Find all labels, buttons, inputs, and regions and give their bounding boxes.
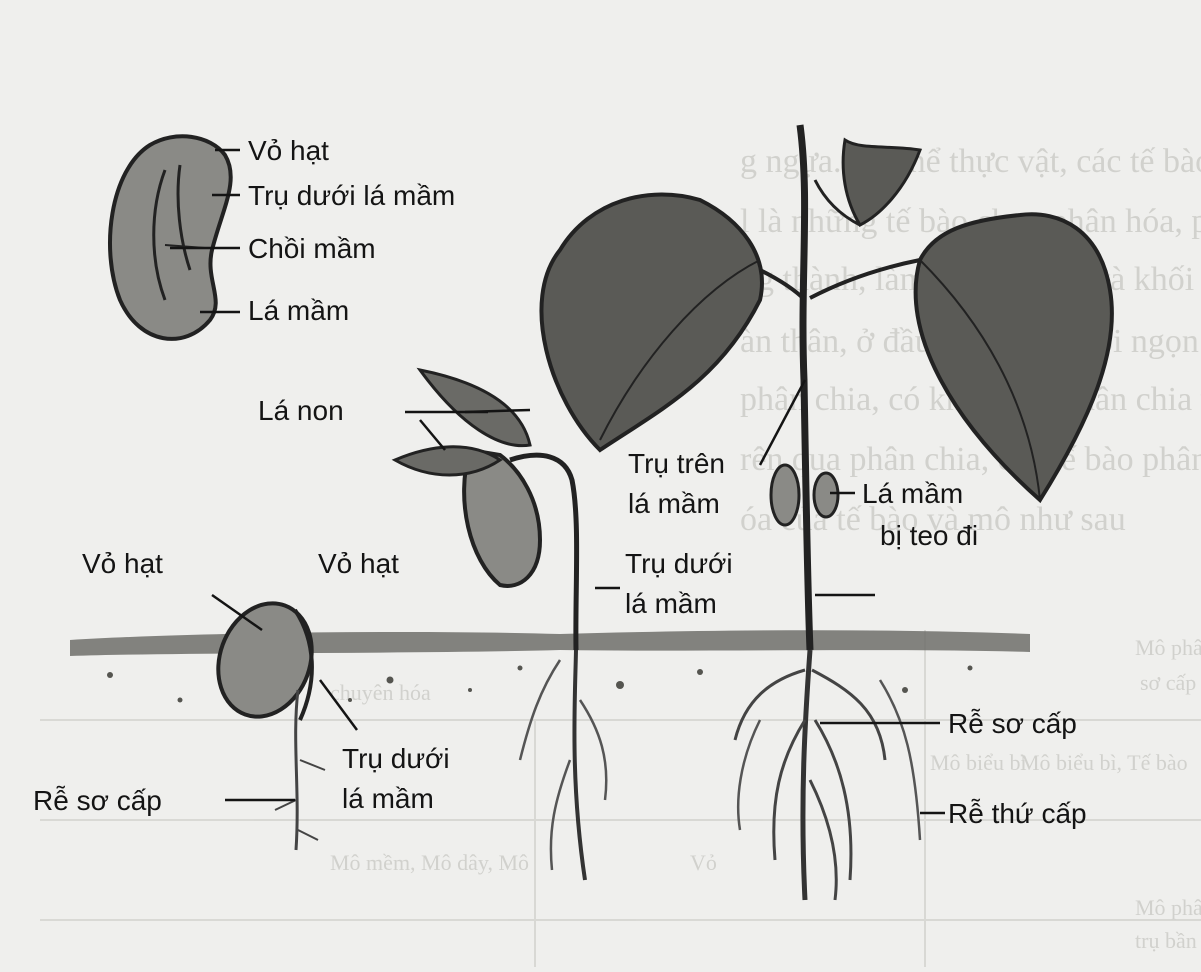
label-hypocotyl-seedling-line2: lá mầm: [625, 588, 717, 619]
label-shrunken-cotyledon-line2: bị teo đi: [880, 520, 978, 551]
label-young-leaves: Lá non: [258, 395, 344, 426]
bean-seed-illustration: [110, 136, 231, 339]
label-primary-root-right: Rễ sơ cấp: [948, 708, 1077, 739]
label-epicotyl-line2: lá mầm: [628, 488, 720, 519]
bleed-line-1: g ngựa. Cơ thể thực vật, các tế bào của …: [740, 143, 1201, 180]
label-secondary-root: Rễ thứ cấp: [948, 798, 1087, 829]
bleed-table-7: trụ bần: [1135, 928, 1197, 953]
bleed-table-9: chuyên hóa: [330, 680, 431, 705]
label-hypocotyl-germinating-line2: lá mầm: [342, 783, 434, 814]
bleed-table-8: Mô biểu bì, Tế bào: [1020, 750, 1188, 775]
bleed-line-6: rên qua phân chia, các tế bào phân loại …: [740, 441, 1201, 478]
label-seed-coat-middle: Vỏ hạt: [318, 548, 399, 579]
label-hypocotyl-seed: Trụ dưới lá mầm: [248, 180, 455, 211]
label-seed-coat-top: Vỏ hạt: [248, 135, 329, 166]
label-epicotyl-line1: Trụ trên: [628, 448, 725, 479]
label-primary-root-left: Rễ sơ cấp: [33, 785, 162, 816]
label-shrunken-cotyledon-line1: Lá mầm: [862, 478, 963, 509]
bleed-table-6: Mô phân sinh: [1135, 895, 1201, 920]
label-cotyledon-seed: Lá mầm: [248, 295, 349, 326]
bleed-table-1: Mô phân: [1135, 635, 1201, 660]
label-hypocotyl-germinating-line1: Trụ dưới: [342, 743, 450, 774]
bleed-table-3: Mô biểu bì: [930, 750, 1027, 775]
label-seed-coat-left: Vỏ hạt: [82, 548, 163, 579]
bleed-table-5: Vỏ: [690, 850, 717, 875]
bleed-table-2: sơ cấp: [1140, 670, 1196, 695]
bleed-table-4: Mô mềm, Mô dây, Mô: [330, 850, 529, 875]
label-plumule: Chồi mầm: [248, 233, 376, 264]
label-hypocotyl-seedling-line1: Trụ dưới: [625, 548, 733, 579]
